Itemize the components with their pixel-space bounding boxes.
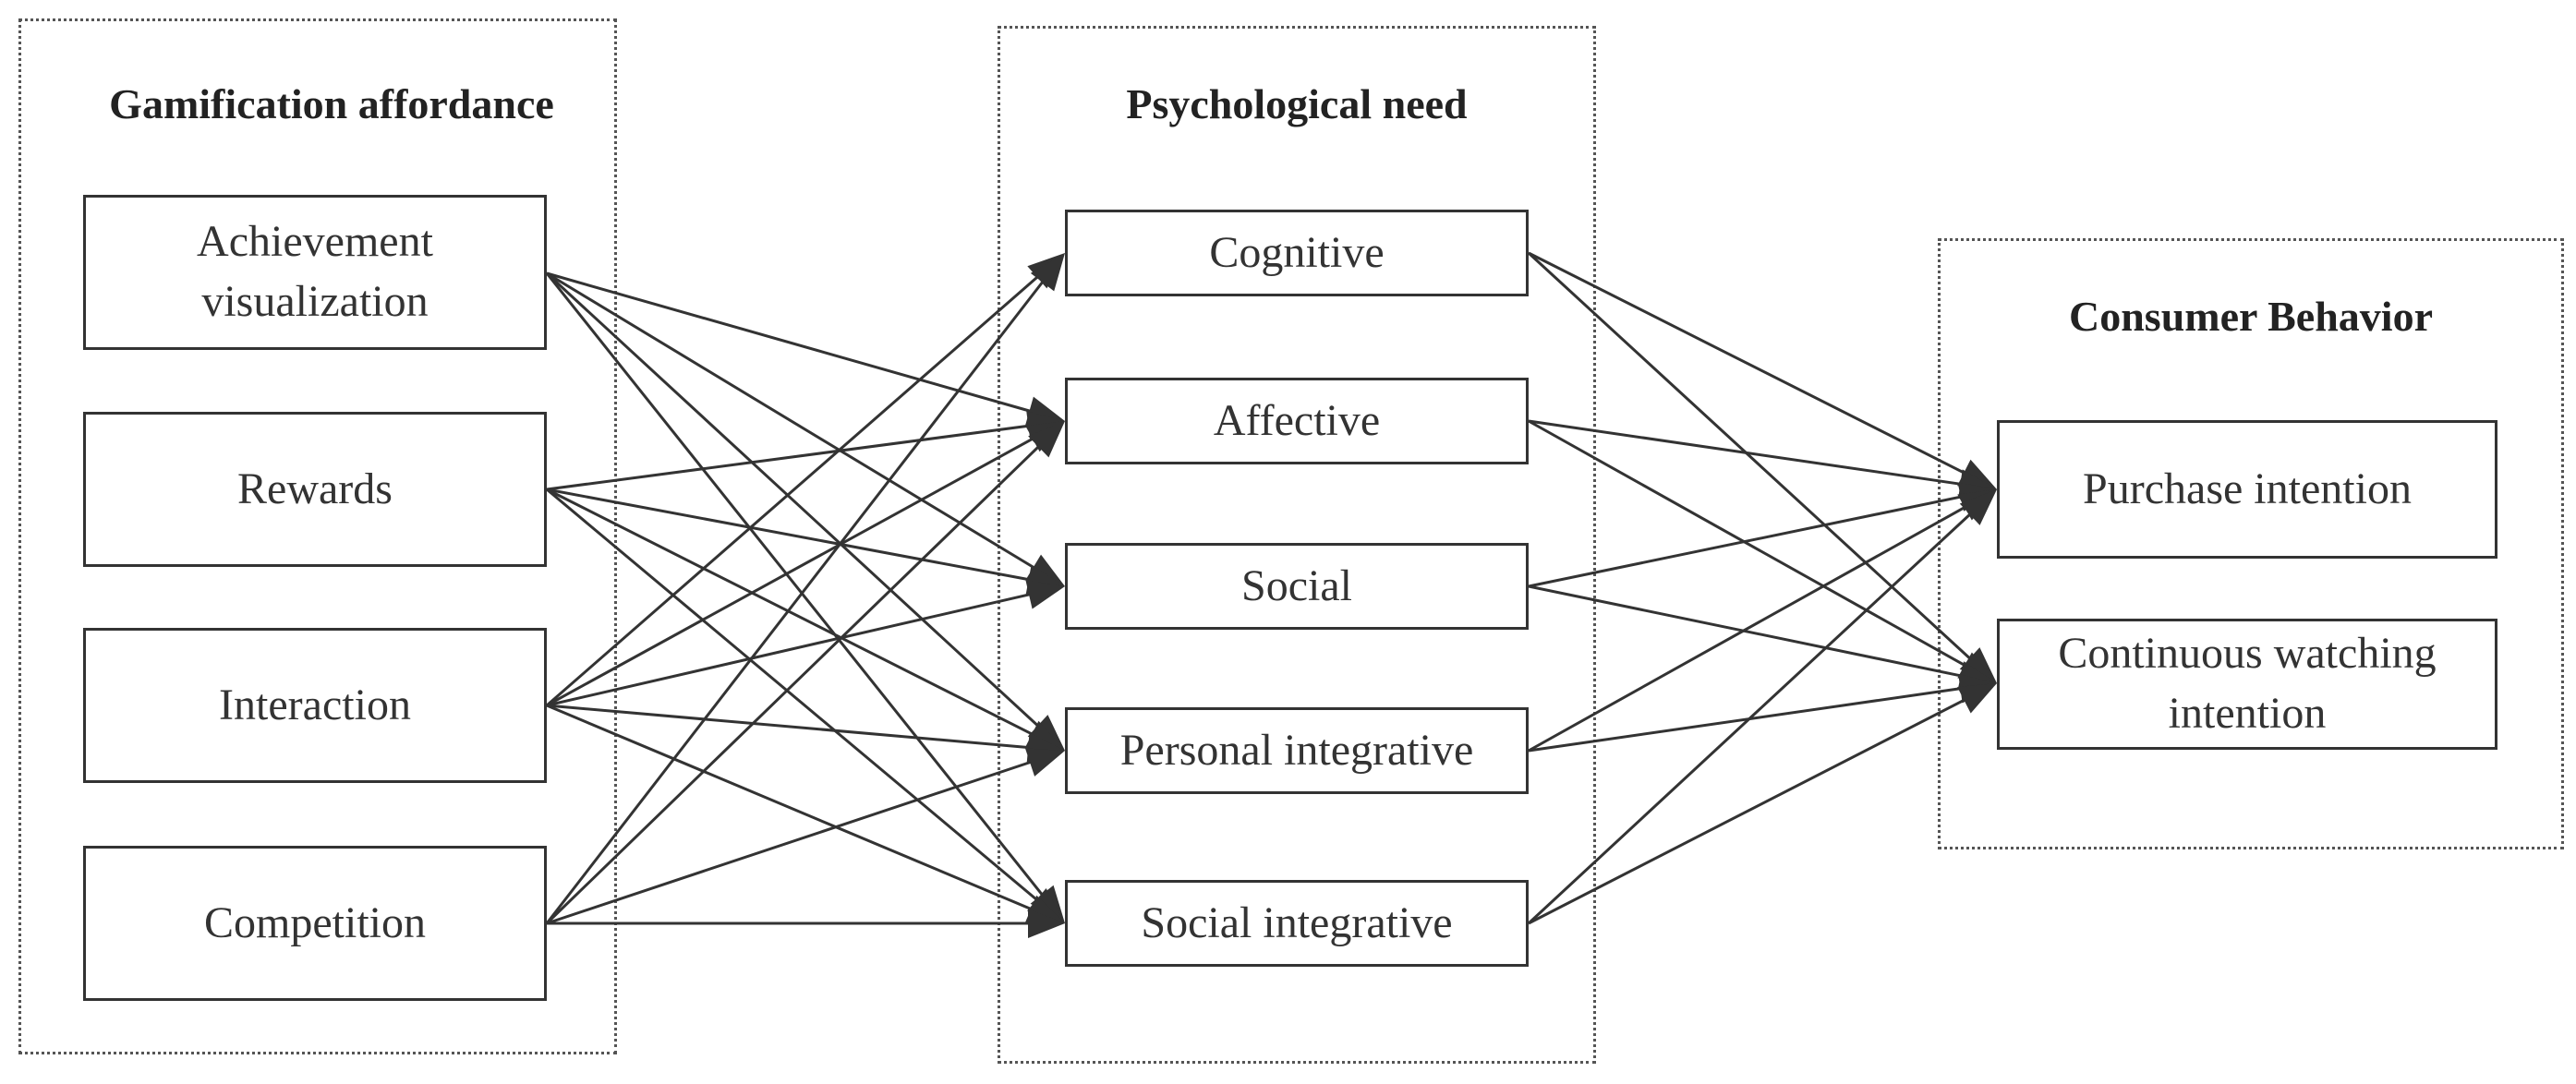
- node-label: Personal integrative: [1119, 725, 1474, 775]
- gamification-affordance-title: Gamification affordance: [109, 80, 554, 127]
- node-purchase-intention: Purchase intention: [1997, 420, 2497, 559]
- edge-ach-si: [545, 272, 1046, 898]
- node-label: Social: [1241, 560, 1352, 610]
- edge-rew-per: [546, 488, 1036, 738]
- node-label: Competition: [204, 897, 426, 947]
- node-label: Purchase intention: [2083, 464, 2412, 513]
- node-label-line: intention: [2168, 689, 2327, 738]
- edge-int-aff: [546, 436, 1037, 707]
- edge-com-aff: [545, 442, 1043, 925]
- node-affective: Affective: [1065, 378, 1529, 464]
- node-label-line: Achievement: [197, 217, 433, 267]
- node-competition: Competition: [83, 846, 547, 1001]
- edge-com-cog: [545, 278, 1046, 924]
- edge-ach-soc: [546, 271, 1037, 571]
- node-social: Social: [1065, 543, 1529, 630]
- node-continuous-watching-intention: Continuous watching intention: [1997, 619, 2497, 750]
- node-interaction: Interaction: [83, 628, 547, 783]
- edge-int-soc: [546, 592, 1034, 707]
- node-label-line: Continuous watching: [2058, 629, 2437, 679]
- edge-int-per: [546, 704, 1033, 750]
- edge-rew-aff: [546, 424, 1033, 491]
- node-label: Social integrative: [1141, 897, 1453, 947]
- edge-com-per: [546, 759, 1034, 925]
- node-personal-integrative: Personal integrative: [1065, 707, 1529, 794]
- edge-int-cog: [546, 273, 1041, 707]
- node-label: Interaction: [219, 680, 411, 729]
- node-label-line: visualization: [201, 277, 429, 326]
- node-label: Rewards: [237, 464, 393, 513]
- consumer-behavior-title: Consumer Behavior: [2069, 293, 2433, 340]
- node-social-integrative: Social integrative: [1065, 880, 1529, 967]
- node-label: Affective: [1213, 395, 1381, 445]
- edge-ach-aff: [546, 271, 1034, 414]
- edge-rew-si: [546, 488, 1041, 904]
- edge-int-si: [546, 704, 1035, 912]
- node-rewards: Rewards: [83, 412, 547, 567]
- node-achievement-visualization: Achievement visualization: [83, 195, 547, 350]
- edge-ach-per: [545, 271, 1042, 729]
- edge-rew-soc: [546, 488, 1033, 582]
- psychological-need-title: Psychological need: [1126, 80, 1468, 127]
- node-label: Cognitive: [1209, 227, 1385, 277]
- node-cognitive: Cognitive: [1065, 210, 1529, 296]
